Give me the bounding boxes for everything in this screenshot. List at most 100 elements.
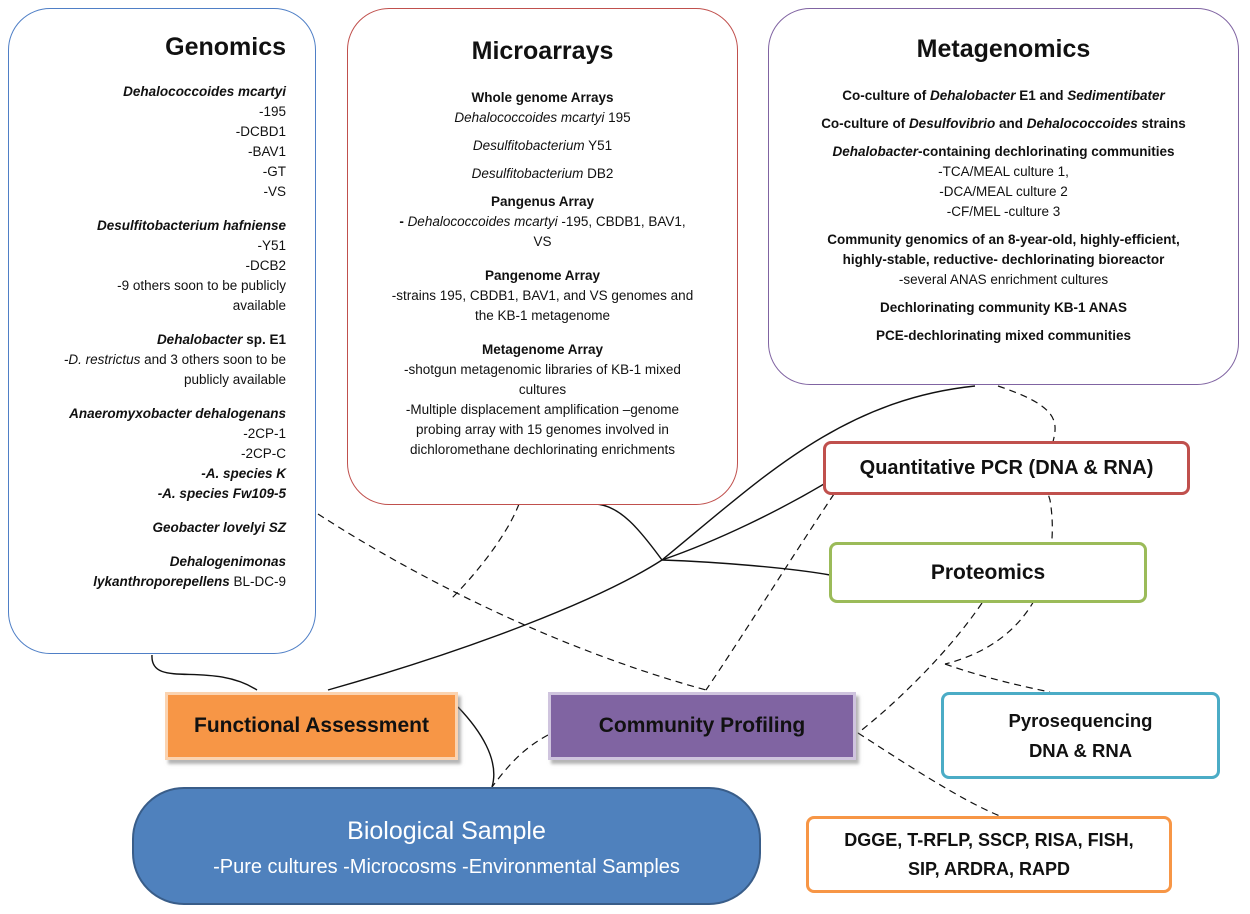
- pyrosequencing-label: Pyrosequencing: [1008, 709, 1153, 731]
- db-title: Dehalobacter sp. E1: [31, 330, 286, 350]
- dm-strain: -VS: [263, 184, 286, 199]
- text-span: and: [995, 116, 1027, 131]
- community-profiling-box: Community Profiling: [548, 692, 856, 760]
- ad-species-k: -A. species K: [201, 466, 286, 481]
- microarrays-panel: Microarrays Whole genome Arrays Dehaloco…: [347, 8, 738, 505]
- db-title-rest: sp. E1: [242, 332, 286, 347]
- text-span: -containing dechlorinating communities: [918, 144, 1175, 159]
- culture-line: -DCA/MEAL culture 2: [939, 184, 1068, 199]
- qpcr-box: Quantitative PCR (DNA & RNA): [823, 441, 1190, 495]
- solid-connector-hub-metagenomics: [661, 385, 976, 561]
- text-span: E1 and: [1015, 88, 1068, 103]
- fingerprinting-methods-box: DGGE, T-RFLP, SSCP, RISA, FISH, SIP, ARD…: [806, 816, 1172, 893]
- dm-strain: -GT: [262, 164, 286, 179]
- ad-strain: -2CP-C: [240, 446, 286, 461]
- metagenome-line: -shotgun metagenomic libraries of KB-1 m…: [404, 362, 681, 377]
- taxon-span: Dehalobacter: [929, 88, 1016, 103]
- dashed-connector-community-dgge: [857, 732, 1001, 817]
- fingerprinting-methods-line: SIP, ARDRA, RAPD: [907, 858, 1071, 879]
- taxon-span: Dehalobacter: [832, 144, 918, 159]
- metagenomics-item: Co-culture of Desulfovibrio and Dehaloco…: [791, 114, 1216, 134]
- pangenus-vs: VS: [533, 234, 552, 249]
- ad-strain: -2CP-1: [243, 426, 286, 441]
- wg-ds2-genus: Desulfitobacterium: [471, 166, 584, 181]
- metagenomics-item: PCE-dechlorinating mixed communities: [875, 328, 1132, 343]
- pangenome-title: Pangenome Array: [484, 268, 601, 283]
- culture-line: -CF/MEL -culture 3: [946, 204, 1061, 219]
- text-span: Co-culture of: [821, 116, 909, 131]
- pangenome-line: the KB-1 metagenome: [474, 308, 611, 323]
- metagenomics-title: Metagenomics: [916, 35, 1091, 63]
- dh-strain: available: [232, 298, 286, 313]
- metagenomics-panel: Metagenomics Co-culture of Dehalobacter …: [768, 8, 1239, 385]
- biological-sample-subtitle: -Pure cultures -Microcosms -Environmenta…: [213, 856, 680, 878]
- wg-ds1-genus: Desulfitobacterium: [472, 138, 585, 153]
- fingerprinting-methods-line: DGGE, T-RFLP, SSCP, RISA, FISH,: [844, 829, 1134, 850]
- dm-strain: -BAV1: [247, 144, 286, 159]
- dashed-connector-community-bio: [491, 734, 549, 788]
- dm-strain: -195: [258, 104, 286, 119]
- dashed-connector-metagenomics-hub: [944, 385, 1056, 665]
- solid-connector-functional-hub: [327, 559, 663, 691]
- pangenus-strains: -195, CBDB1, BAV1,: [557, 214, 686, 229]
- ad-species-fw: -A. species Fw109-5: [157, 486, 286, 501]
- metagenomics-item: Community genomics of an 8-year-old, hig…: [827, 232, 1180, 247]
- wg-item: Desulfitobacterium DB2: [378, 164, 707, 184]
- dehalogenimonas-strain: lykanthroporepellens BL-DC-9: [31, 572, 286, 592]
- dashed-connector-hub-pyro: [944, 663, 1051, 693]
- dashed-connector-genomics-community: [317, 513, 707, 691]
- lyk-species: lykanthroporepellens: [93, 574, 230, 589]
- culture-line: -TCA/MEAL culture 1,: [938, 164, 1069, 179]
- ad-title: Anaeromyxobacter dehalogenans: [69, 406, 286, 421]
- metagenomics-item: Dechlorinating community KB-1 ANAS: [879, 300, 1128, 315]
- dashed-connector-qpcr-community: [705, 493, 835, 691]
- dh-strain: -9 others soon to be publicly: [117, 278, 286, 293]
- proteomics-label: Proteomics: [930, 560, 1046, 584]
- dm-strain: -DCBD1: [235, 124, 286, 139]
- wg-ds2-strain: DB2: [583, 166, 614, 181]
- wg-item: Dehalococcoides mcartyi 195: [378, 108, 707, 128]
- biological-sample-title: Biological Sample: [347, 817, 546, 845]
- dehalogenimonas: Dehalogenimonas: [169, 554, 286, 569]
- metagenome-line: cultures: [518, 382, 567, 397]
- pangenus-item: - Dehalococcoides mcartyi -195, CBDB1, B…: [378, 212, 707, 232]
- db-line1-rest: and 3 others soon to be: [140, 352, 286, 367]
- solid-connector-hub-microarrays: [594, 503, 663, 561]
- biological-sample-box: Biological Sample -Pure cultures -Microc…: [132, 787, 761, 905]
- pyrosequencing-box: Pyrosequencing DNA & RNA: [941, 692, 1220, 779]
- metagenome-line: dichloromethane dechlorinating enrichmen…: [410, 442, 675, 457]
- functional-assessment-box: Functional Assessment: [165, 692, 458, 760]
- dashed-connector-microarrays-community: [451, 503, 520, 599]
- solid-connector-functional-bio: [457, 706, 495, 788]
- functional-assessment-label: Functional Assessment: [194, 714, 429, 737]
- qpcr-label: Quantitative PCR (DNA & RNA): [859, 456, 1154, 479]
- wg-dm-strain: 195: [604, 110, 631, 125]
- dh-strain: -DCB2: [245, 258, 286, 273]
- metagenomics-item: Co-culture of Dehalobacter E1 and Sedime…: [791, 86, 1216, 106]
- db-line1-species: -D. restrictus: [63, 352, 141, 367]
- metagenome-title: Metagenome Array: [481, 342, 604, 357]
- proteomics-box: Proteomics: [829, 542, 1147, 603]
- microarrays-title: Microarrays: [471, 37, 614, 65]
- lyk-strain: BL-DC-9: [229, 574, 286, 589]
- taxon-span: Desulfovibrio: [908, 116, 996, 131]
- metagenome-line: -Multiple displacement amplification –ge…: [405, 402, 680, 417]
- dh-strain: -Y51: [257, 238, 286, 253]
- genomics-panel: Genomics Dehalococcoides mcartyi -195 -D…: [8, 8, 316, 654]
- db-line: publicly available: [183, 372, 286, 387]
- wg-dm-species: Dehalococcoides mcartyi: [454, 110, 605, 125]
- metagenomics-subitem: -several ANAS enrichment cultures: [898, 272, 1109, 287]
- pangenus-dash: -: [399, 214, 408, 229]
- dh-title: Desulfitobacterium hafniense: [96, 218, 286, 233]
- wg-title: Whole genome Arrays: [471, 90, 614, 105]
- dashed-connector-proteomics-community: [857, 602, 983, 734]
- wg-ds1-strain: Y51: [584, 138, 613, 153]
- pyrosequencing-sublabel: DNA & RNA: [1028, 739, 1133, 761]
- metagenomics-item: Dehalobacter-containing dechlorinating c…: [791, 142, 1216, 162]
- db-line: -D. restrictus and 3 others soon to be: [31, 350, 286, 370]
- text-span: Co-culture of: [842, 88, 930, 103]
- solid-connector-hub-qpcr: [661, 483, 825, 561]
- genomics-title: Genomics: [165, 33, 286, 61]
- community-profiling-label: Community Profiling: [598, 714, 806, 737]
